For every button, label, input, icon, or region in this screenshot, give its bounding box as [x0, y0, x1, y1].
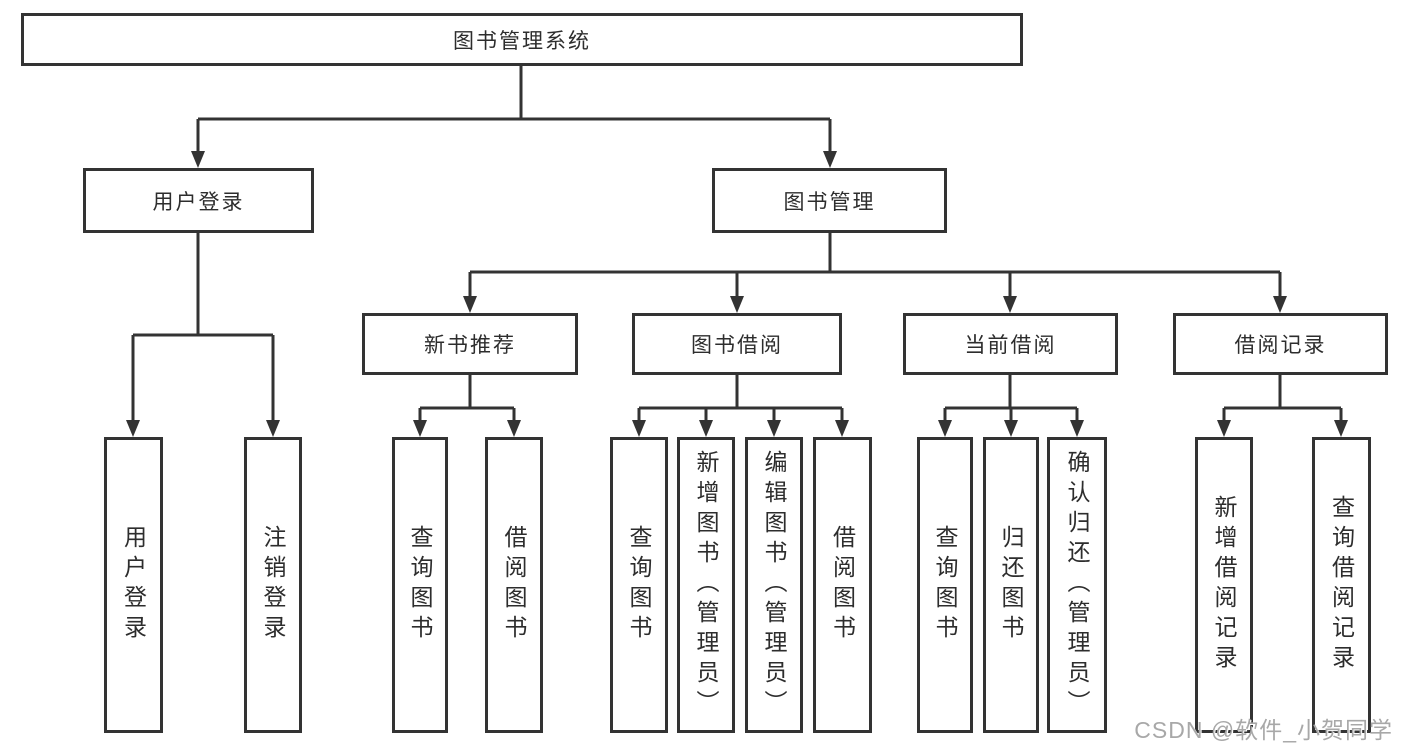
leaf-current-query-books: 查询图书 — [917, 437, 973, 733]
leaf-label: 查询借阅记录 — [1328, 495, 1355, 675]
arrow-down-icon — [1334, 420, 1348, 437]
connector-borrowing-children — [637, 375, 844, 421]
node-root: 图书管理系统 — [21, 13, 1023, 66]
node-user-login: 用户登录 — [83, 168, 314, 233]
leaf-label: 新增借阅记录 — [1211, 495, 1237, 675]
node-label: 当前借阅 — [964, 334, 1057, 357]
node-label: 新书推荐 — [424, 334, 516, 357]
node-borrowing-records: 借阅记录 — [1173, 313, 1388, 375]
leaf-label: 归还图书 — [998, 525, 1024, 645]
leaf-borrow-edit-books-admin: 编辑图书（管理员） — [745, 437, 803, 733]
connector-user-login-children — [131, 233, 275, 421]
leaf-logout: 注销登录 — [244, 437, 302, 733]
leaf-label: 确认归还（管理员） — [1064, 450, 1090, 720]
leaf-newbook-borrow-books: 借阅图书 — [485, 437, 543, 733]
leaf-label: 借阅图书 — [501, 525, 527, 645]
leaf-borrow-borrow-books: 借阅图书 — [813, 437, 872, 733]
leaf-label: 用户登录 — [120, 525, 147, 645]
leaf-newbook-query-books: 查询图书 — [392, 437, 448, 733]
watermark: CSDN @软件_小贺同学 — [1134, 717, 1393, 743]
leaf-label: 查询图书 — [626, 525, 652, 645]
arrow-down-icon — [1273, 296, 1287, 313]
connector-root-to-level2 — [196, 66, 832, 152]
arrow-down-icon — [730, 296, 744, 313]
leaf-label: 查询图书 — [932, 525, 958, 645]
arrow-down-icon — [507, 420, 521, 437]
leaf-current-confirm-return-admin: 确认归还（管理员） — [1047, 437, 1107, 733]
arrow-down-icon — [767, 420, 781, 437]
connector-book-management-children — [468, 233, 1282, 297]
connector-paths — [131, 66, 1343, 421]
node-new-book-recommend: 新书推荐 — [362, 313, 578, 375]
arrow-down-icon — [632, 420, 646, 437]
arrow-down-icon — [191, 151, 205, 168]
connector-records-children — [1222, 375, 1343, 421]
arrow-down-icon — [835, 420, 849, 437]
node-book-management: 图书管理 — [712, 168, 947, 233]
arrow-down-icon — [699, 420, 713, 437]
arrow-down-icon — [463, 296, 477, 313]
node-book-borrowing: 图书借阅 — [632, 313, 842, 375]
arrow-down-icon — [1217, 420, 1231, 437]
arrow-down-icon — [266, 420, 280, 437]
arrow-down-icon — [1004, 420, 1018, 437]
node-label: 图书管理 — [783, 190, 876, 214]
arrow-down-icon — [126, 420, 140, 437]
leaf-borrow-add-books-admin: 新增图书（管理员） — [677, 437, 735, 733]
arrow-down-icon — [1003, 296, 1017, 313]
arrow-down-icon — [413, 420, 427, 437]
leaf-records-query-borrow-record: 查询借阅记录 — [1312, 437, 1371, 733]
arrowheads — [126, 151, 1348, 437]
node-label: 图书借阅 — [691, 334, 783, 357]
leaf-label: 新增图书（管理员） — [693, 450, 719, 720]
leaf-borrow-query-books: 查询图书 — [610, 437, 668, 733]
leaf-label: 借阅图书 — [829, 525, 856, 645]
node-label: 图书管理系统 — [453, 29, 591, 53]
node-current-borrowing: 当前借阅 — [903, 313, 1118, 375]
leaf-label: 查询图书 — [407, 525, 433, 645]
arrow-down-icon — [823, 151, 837, 168]
leaf-label: 注销登录 — [260, 525, 286, 645]
node-label: 借阅记录 — [1234, 334, 1327, 357]
leaf-user-login: 用户登录 — [104, 437, 163, 733]
node-label: 用户登录 — [152, 190, 245, 214]
leaf-label: 编辑图书（管理员） — [761, 450, 787, 720]
connector-new-book-children — [418, 375, 516, 421]
leaf-records-add-borrow-record: 新增借阅记录 — [1195, 437, 1253, 733]
arrow-down-icon — [1070, 420, 1084, 437]
connector-current-children — [943, 375, 1079, 421]
arrow-down-icon — [938, 420, 952, 437]
leaf-current-return-books: 归还图书 — [983, 437, 1039, 733]
